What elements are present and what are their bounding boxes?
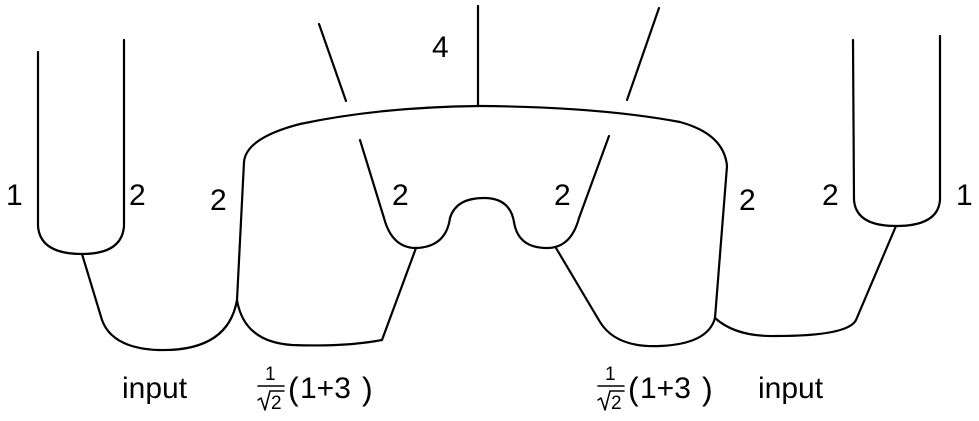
coef-right-open-paren: ( — [628, 371, 639, 407]
label-input-left: input — [122, 372, 188, 405]
label-center-left-inner: 2 — [392, 179, 409, 212]
central-cap — [235, 4, 729, 320]
coef-left-radicand: 2 — [271, 393, 282, 414]
left-input-bowl — [80, 252, 239, 352]
coef-right-radicand: 2 — [611, 393, 622, 414]
label-right-inner: 2 — [822, 179, 839, 212]
right-cup — [851, 34, 942, 228]
coef-left-radical-sign — [257, 390, 285, 411]
coefficient-right: 1 2 ( 1+3 ) — [597, 364, 713, 414]
right-cup-curve — [851, 34, 942, 228]
label-right-outer: 1 — [956, 179, 973, 212]
right-input-bowl — [713, 224, 898, 338]
right-coefficient-bowl — [554, 246, 717, 348]
label-center-left-outer: 2 — [210, 184, 227, 217]
label-center-right-outer: 2 — [739, 184, 756, 217]
left-diagonal-upper — [317, 22, 348, 103]
label-left-outer: 1 — [6, 179, 23, 212]
coef-right-numerator: 1 — [605, 364, 616, 385]
middle-cap-arc — [448, 196, 516, 224]
coef-left-body: 1+3 — [300, 372, 351, 405]
left-coefficient-curve — [235, 246, 418, 347]
right-coefficient-curve — [554, 246, 717, 348]
middle-cap — [448, 196, 516, 224]
right-diagonal-lower — [512, 134, 611, 250]
left-diagonal-strand — [317, 22, 452, 250]
coef-right-close-paren: ) — [702, 371, 713, 407]
coef-right-body: 1+3 — [640, 372, 691, 405]
left-cup-curve — [36, 38, 126, 256]
right-diagonal-upper — [625, 6, 661, 102]
label-center-right-inner: 2 — [554, 179, 571, 212]
left-cup — [36, 38, 126, 256]
label-input-right: input — [758, 372, 824, 405]
left-input-curve — [80, 252, 239, 352]
right-input-curve — [713, 224, 898, 338]
coef-left-open-paren: ( — [288, 371, 299, 407]
left-coefficient-bowl — [235, 246, 418, 347]
coefficient-left: 1 2 ( 1+3 ) — [257, 364, 373, 414]
label-top-4: 4 — [432, 31, 449, 64]
right-diagonal-strand — [512, 6, 661, 250]
label-left-inner: 2 — [129, 179, 146, 212]
coef-left-numerator: 1 — [265, 364, 276, 385]
coef-right-radical-sign — [597, 390, 625, 411]
coef-left-close-paren: ) — [362, 371, 373, 407]
central-cap-arc — [235, 104, 729, 320]
